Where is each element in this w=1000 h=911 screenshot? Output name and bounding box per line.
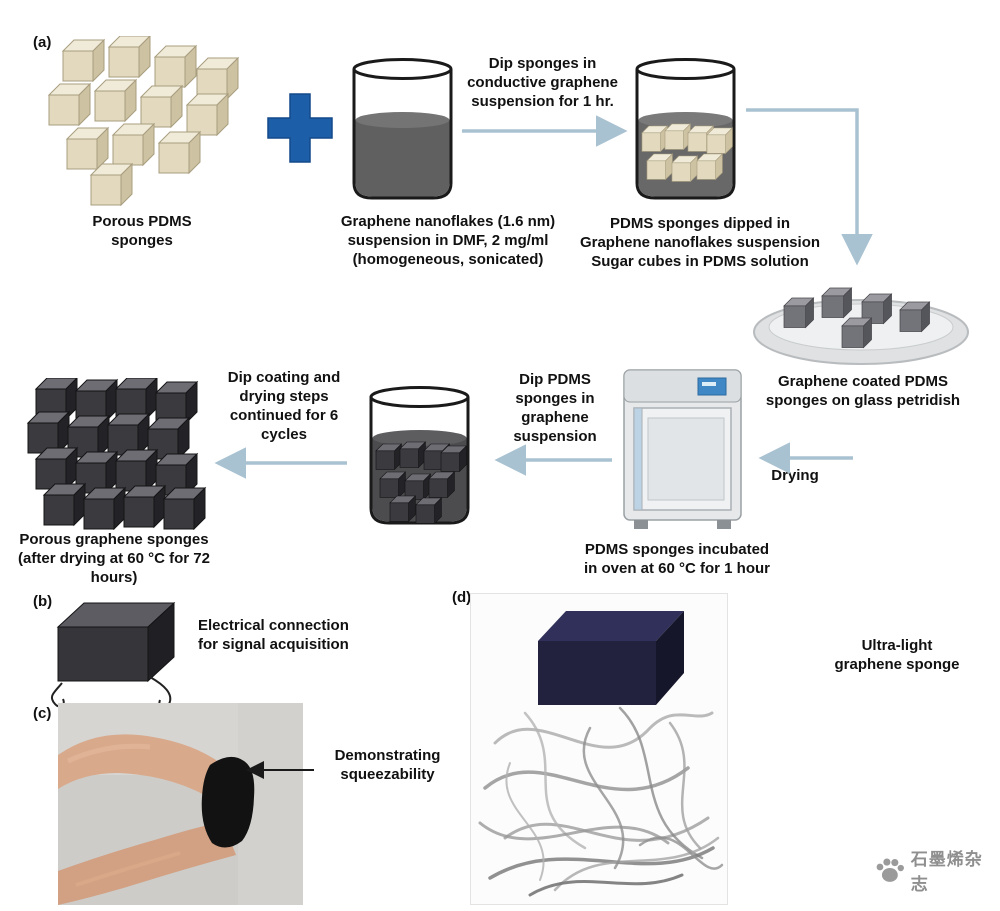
beaker-graphene-suspension-illustration — [352, 58, 453, 200]
sponge-front-face — [538, 641, 656, 705]
drying-label: Drying — [771, 467, 819, 484]
suspension-label: Graphene nanoflakes (1.6 nm) suspension … — [340, 213, 556, 269]
oven-door-handle — [633, 407, 643, 511]
beaker-dipped-sponges-illustration — [635, 58, 736, 200]
watermark-text: 石墨烯杂志 — [910, 850, 983, 894]
cycles-label: Dip coating and drying steps continued f… — [227, 369, 341, 444]
dip-pdms-label: Dip PDMS sponges in graphene suspension — [513, 371, 597, 446]
squeezed-sponge-shape — [201, 756, 255, 848]
ultralight-sponge-photo — [470, 593, 728, 905]
panel-a-label: (a) — [33, 34, 52, 51]
sponge-top-face — [538, 611, 684, 641]
porous-pdms-label: Porous PDMS sponges — [92, 213, 192, 250]
beaker-coating-cycles-illustration — [369, 386, 470, 525]
panel-c-label: (c) — [33, 705, 52, 722]
oven-display — [697, 377, 727, 396]
oven-label: PDMS sponges incubated in oven at 60 °C … — [583, 541, 771, 578]
paw-logo-icon — [876, 858, 904, 882]
pdms-sponge-cubes-illustration — [48, 36, 239, 206]
graphene-sponge-cubes-illustration — [27, 378, 206, 530]
fiber-tangle — [478, 706, 724, 897]
dip-instruction-label: Dip sponges in conductive graphene suspe… — [467, 55, 618, 111]
panel-b-label: (b) — [33, 593, 53, 610]
squeeze-photo — [58, 703, 303, 905]
sponge-side-face — [656, 611, 684, 705]
electrode-sponge-illustration — [51, 601, 176, 709]
electrical-label: Electrical connection for signal acquisi… — [198, 617, 349, 654]
oven-illustration — [623, 369, 742, 529]
dipped-sponges-label: PDMS sponges dipped in Graphene nanoflak… — [579, 215, 821, 271]
graphene-sponges-label: Porous graphene sponges (after drying at… — [18, 531, 210, 587]
plus-icon — [267, 93, 333, 163]
petridish-label: Graphene coated PDMS sponges on glass pe… — [765, 373, 961, 410]
panel-d-label: (d) — [452, 589, 472, 606]
petri-dish-illustration — [753, 287, 969, 365]
ultralight-label: Ultra-light graphene sponge — [834, 637, 960, 674]
squeeze-label: Demonstrating squeezability — [334, 747, 441, 784]
watermark: 石墨烯杂志 — [874, 845, 1000, 895]
